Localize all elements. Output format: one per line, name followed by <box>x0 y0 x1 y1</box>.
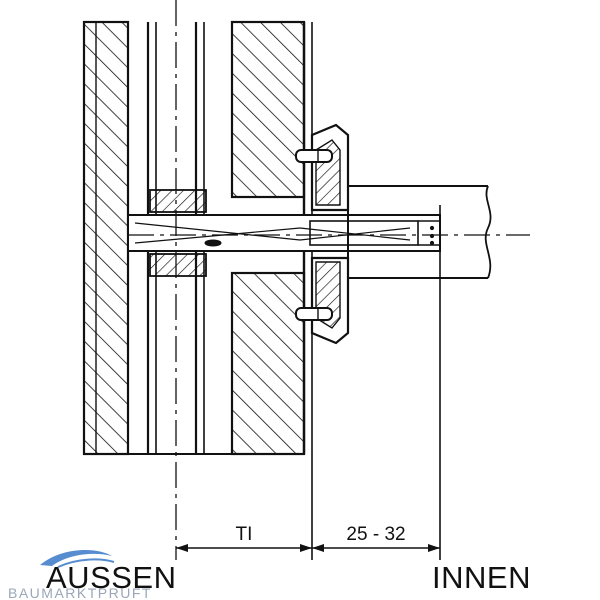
sleeve-blocks <box>149 189 207 277</box>
dim-ti-label: TI <box>236 524 253 545</box>
car-swoosh-icon <box>40 549 115 568</box>
inside-label: INNEN <box>432 560 531 595</box>
fixing-screws <box>295 149 333 321</box>
lock-cylinder <box>127 214 441 252</box>
inner-door-leaf <box>230 20 306 456</box>
outer-door-skin <box>82 20 130 456</box>
outside-label: AUSSEN <box>46 560 176 595</box>
centre-lines <box>128 0 530 560</box>
watermark-text: BAUMARKTPRUFT <box>8 585 152 600</box>
inside-rosette <box>310 123 350 345</box>
inside-shaft <box>347 185 492 560</box>
dim-range-label: 25 - 32 <box>346 524 405 545</box>
dimension-line <box>176 544 440 552</box>
